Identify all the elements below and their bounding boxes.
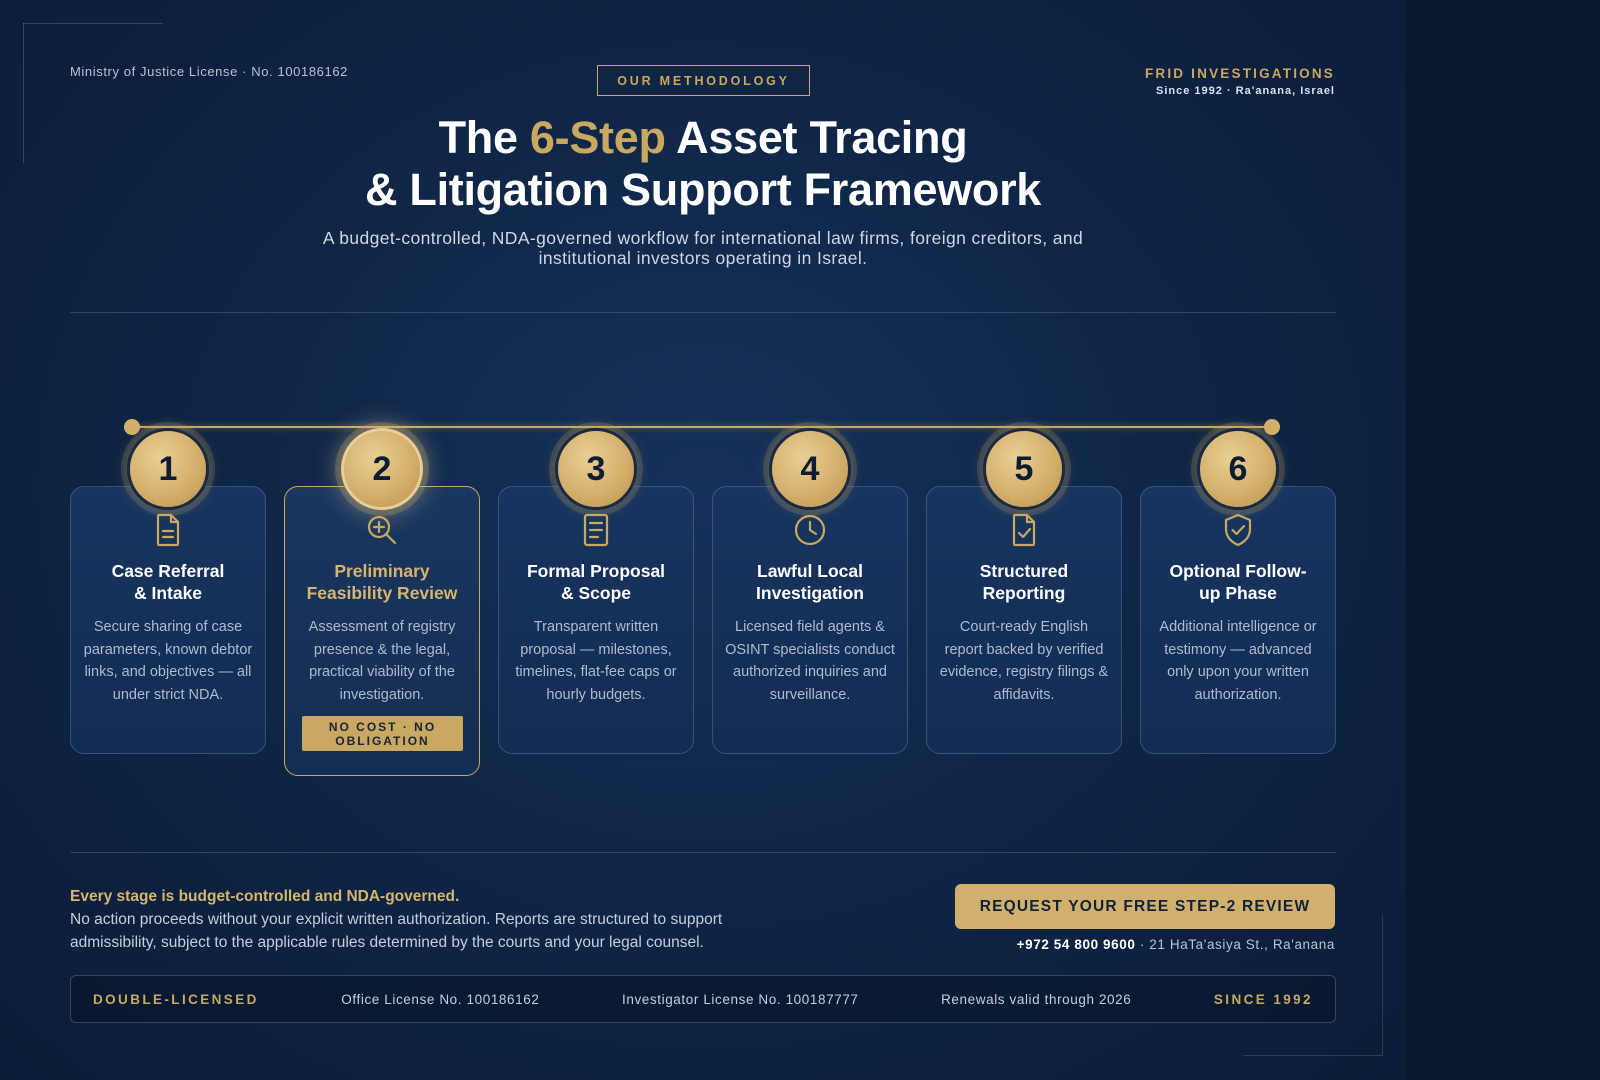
shield-check-icon bbox=[1221, 512, 1255, 548]
step-description-1: Secure sharing of case parameters, known… bbox=[83, 619, 253, 703]
step-title-3-line2: & Scope bbox=[560, 583, 632, 603]
right-margin-strip bbox=[1406, 0, 1600, 1080]
step-card-5 bbox=[926, 486, 1122, 754]
no-cost-tag: NO COST · NO OBLIGATION bbox=[302, 716, 463, 751]
step-card-6 bbox=[1140, 486, 1336, 754]
corner-frame-bottom-right bbox=[1243, 1055, 1383, 1056]
office-license: Office License No. 100186162 bbox=[341, 991, 540, 1007]
page-title: The 6-Step Asset Tracing & Litigation Su… bbox=[0, 112, 1406, 216]
top-divider bbox=[70, 312, 1336, 313]
step-title-2-line1: Preliminary bbox=[334, 561, 430, 581]
step-number-6: 6 bbox=[1197, 428, 1279, 510]
timeline-start-dot bbox=[124, 419, 140, 435]
investigator-license: Investigator License No. 100187777 bbox=[621, 991, 859, 1007]
step-description-5: Court-ready English report backed by ver… bbox=[939, 619, 1109, 703]
step-number-4: 4 bbox=[769, 428, 851, 510]
step-title-5-line2: Reporting bbox=[982, 583, 1066, 603]
request-review-button[interactable]: REQUEST YOUR FREE STEP-2 REVIEW bbox=[955, 884, 1335, 929]
bottom-divider bbox=[70, 852, 1336, 853]
step-title-2-line2: Feasibility Review bbox=[306, 583, 458, 603]
step-title-5-line1: Structured bbox=[979, 561, 1069, 581]
corner-frame-top-left-vertical bbox=[23, 23, 24, 163]
step-number-1: 1 bbox=[127, 428, 209, 510]
timeline-line bbox=[131, 426, 1273, 428]
step-description-2: Assessment of registry presence & the le… bbox=[308, 619, 456, 703]
title-prefix: The bbox=[438, 112, 530, 163]
brand-since: Since 1992 · Ra'anana, Israel bbox=[1156, 85, 1335, 97]
license-bar: DOUBLE-LICENSED Office License No. 10018… bbox=[70, 975, 1336, 1023]
step-title-1-line1: Case Referral bbox=[111, 561, 225, 581]
step-title-3: Formal Proposal& Scope bbox=[498, 560, 694, 604]
footer-headline: Every stage is budget-controlled and NDA… bbox=[70, 888, 460, 905]
double-licensed-label: DOUBLE-LICENSED bbox=[93, 991, 259, 1007]
title-suffix: Asset Tracing bbox=[665, 112, 968, 163]
contact-line: +972 54 800 9600 · 21 HaTa'asiya St., Ra… bbox=[1017, 937, 1335, 952]
step-title-6-line2: up Phase bbox=[1199, 583, 1277, 603]
step-number-2: 2 bbox=[341, 428, 423, 510]
step-description-3: Transparent written proposal — milestone… bbox=[515, 619, 677, 703]
timeline-end-dot bbox=[1264, 419, 1280, 435]
page-subtitle: A budget-controlled, NDA-governed workfl… bbox=[322, 228, 1084, 268]
phone-number[interactable]: +972 54 800 9600 bbox=[1016, 937, 1136, 952]
clock-icon bbox=[793, 512, 827, 548]
footer-text: No action proceeds without your explicit… bbox=[70, 911, 723, 951]
title-accent: 6-Step bbox=[529, 112, 666, 163]
methodology-badge: OUR METHODOLOGY bbox=[597, 65, 810, 96]
brand-name: FRID INVESTIGATIONS bbox=[1144, 66, 1335, 81]
document-icon bbox=[151, 512, 185, 548]
step-title-3-line1: Formal Proposal bbox=[526, 561, 666, 581]
title-line2: & Litigation Support Framework bbox=[364, 164, 1042, 215]
step-title-6: Optional Follow-up Phase bbox=[1140, 560, 1336, 604]
since-label: SINCE 1992 bbox=[1213, 991, 1313, 1007]
step-description-6: Additional intelligence or testimony — a… bbox=[1159, 619, 1317, 703]
step-description-4: Licensed field agents & OSINT specialist… bbox=[725, 619, 895, 703]
step-number-5: 5 bbox=[983, 428, 1065, 510]
step-title-1: Case Referral& Intake bbox=[70, 560, 266, 604]
brand-block: FRID INVESTIGATIONS Since 1992 · Ra'anan… bbox=[1145, 66, 1335, 97]
magnifier-plus-icon bbox=[365, 512, 399, 548]
step-number-3: 3 bbox=[555, 428, 637, 510]
step-title-6-line1: Optional Follow- bbox=[1169, 561, 1307, 581]
list-document-icon bbox=[579, 512, 613, 548]
ministry-license-text: Ministry of Justice License · No. 100186… bbox=[70, 64, 348, 79]
step-title-4-line2: Investigation bbox=[756, 583, 864, 603]
corner-frame-top-left bbox=[23, 23, 163, 24]
renewals-text: Renewals valid through 2026 bbox=[941, 991, 1132, 1007]
corner-frame-bottom-right-vertical bbox=[1382, 915, 1383, 1055]
step-title-4-line1: Lawful Local bbox=[757, 561, 863, 581]
check-document-icon bbox=[1007, 512, 1041, 548]
step-title-1-line2: & Intake bbox=[133, 583, 203, 603]
address: · 21 HaTa'asiya St., Ra'anana bbox=[1135, 937, 1335, 952]
